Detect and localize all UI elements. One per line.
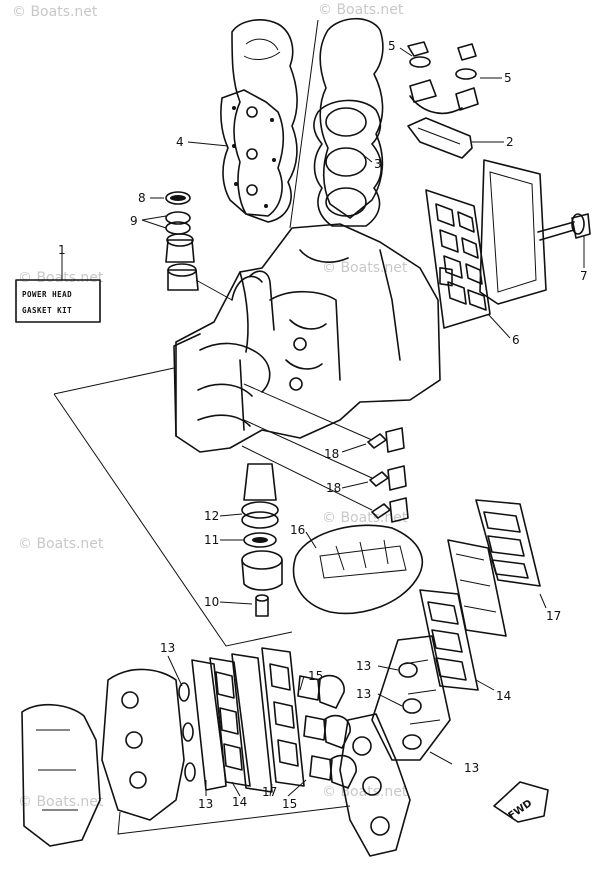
kit-bracket-right bbox=[241, 383, 373, 511]
kit-box-frame bbox=[15, 279, 101, 323]
callout-13-right-3: 13 bbox=[464, 761, 479, 775]
oil-seal-8 bbox=[165, 191, 191, 205]
o-rings-13-left bbox=[178, 682, 196, 782]
watermark-top-left: © Boats.net bbox=[12, 4, 98, 20]
callout-15-bottom: 15 bbox=[282, 797, 297, 811]
callout-17-right: 17 bbox=[546, 609, 561, 623]
kit-box-line2: GASKET KIT bbox=[22, 306, 72, 315]
kit-box-line1: POWER HEAD bbox=[22, 290, 72, 299]
power-head-block bbox=[173, 223, 441, 453]
callout-5-right: 5 bbox=[504, 71, 512, 85]
intake-block-right bbox=[371, 635, 451, 761]
o-rings-9 bbox=[165, 211, 191, 235]
exhaust-manifold-gasket bbox=[425, 189, 491, 329]
reed-gasket-14-left bbox=[209, 657, 251, 787]
kit-bracket-lower bbox=[53, 367, 351, 835]
watermark-bottom-left: © Boats.net bbox=[18, 794, 104, 810]
callout-12: 12 bbox=[204, 509, 219, 523]
watermark-mid-center: © Boats.net bbox=[322, 260, 408, 276]
crankcase-cover-gasket bbox=[292, 524, 424, 615]
carburetor-left bbox=[21, 703, 101, 847]
reed-gasket-17-lower bbox=[261, 647, 305, 787]
callout-3: 3 bbox=[374, 157, 382, 171]
callout-16: 16 bbox=[290, 523, 305, 537]
fwd-label: FWD bbox=[507, 798, 535, 822]
reed-valve-gasket-upper bbox=[475, 499, 541, 587]
callout-13-right-2: 13 bbox=[356, 687, 371, 701]
callout-7: 7 bbox=[580, 269, 588, 283]
watermark-top-center: © Boats.net bbox=[318, 2, 404, 18]
callout-6: 6 bbox=[512, 333, 520, 347]
head-cover-outer bbox=[231, 19, 298, 223]
callout-18-top: 18 bbox=[324, 447, 339, 461]
callout-13-right-1: 13 bbox=[356, 659, 371, 673]
kit-bracket-line-top bbox=[289, 19, 319, 229]
callout-17-bottom: 17 bbox=[262, 785, 277, 799]
exhaust-cover-gasket bbox=[407, 117, 473, 159]
fwd-arrow: FWD bbox=[493, 781, 549, 823]
callout-13-left-bottom: 13 bbox=[198, 797, 213, 811]
head-cover-right bbox=[319, 18, 384, 219]
o-rings-13-right bbox=[398, 662, 422, 750]
callout-18-bottom: 18 bbox=[326, 481, 341, 495]
bearing-housing bbox=[165, 233, 195, 263]
watermark-lower-center: © Boats.net bbox=[322, 510, 408, 526]
callout-10: 10 bbox=[204, 595, 219, 609]
carb-gaskets-15 bbox=[297, 675, 333, 781]
intake-gaskets-18 bbox=[367, 427, 409, 523]
callout-8: 8 bbox=[138, 191, 146, 205]
exhaust-cover-plate bbox=[479, 159, 547, 305]
reed-block-left bbox=[231, 653, 273, 793]
seal-housing bbox=[167, 263, 233, 301]
callout-14-right: 14 bbox=[496, 689, 511, 703]
cylinder-head-gasket bbox=[313, 99, 383, 227]
lower-crank-stack bbox=[241, 463, 283, 617]
watermarks: © Boats.net © Boats.net © Boats.net © Bo… bbox=[12, 2, 408, 810]
carb-flanges-lower bbox=[317, 674, 357, 789]
callout-14-left: 14 bbox=[232, 795, 247, 809]
reed-gasket-14-right bbox=[419, 589, 479, 691]
watermark-lower-left: © Boats.net bbox=[18, 536, 104, 552]
reed-plate-left bbox=[191, 659, 227, 791]
callout-9: 9 bbox=[130, 214, 138, 228]
callout-2: 2 bbox=[506, 135, 514, 149]
drain-bolt bbox=[537, 213, 591, 241]
callout-1: 1 bbox=[58, 243, 66, 257]
thermostat-cover-left bbox=[407, 41, 437, 103]
callout-4: 4 bbox=[176, 135, 184, 149]
thermostat-cover-right bbox=[409, 43, 479, 115]
watermark-mid-left: © Boats.net bbox=[18, 270, 104, 286]
leader-lines bbox=[141, 47, 585, 797]
intake-manifold-left bbox=[101, 668, 185, 821]
power-head-gasket-kit-box: POWER HEAD GASKET KIT bbox=[15, 250, 101, 323]
head-gasket-left bbox=[220, 89, 285, 217]
callout-5-left: 5 bbox=[388, 39, 396, 53]
callouts: 1 2 3 4 5 5 6 7 8 9 10 11 12 13 13 13 13… bbox=[58, 39, 588, 811]
callout-13-left-top: 13 bbox=[160, 641, 175, 655]
callout-11: 11 bbox=[204, 533, 219, 547]
callout-15-top: 15 bbox=[308, 669, 323, 683]
